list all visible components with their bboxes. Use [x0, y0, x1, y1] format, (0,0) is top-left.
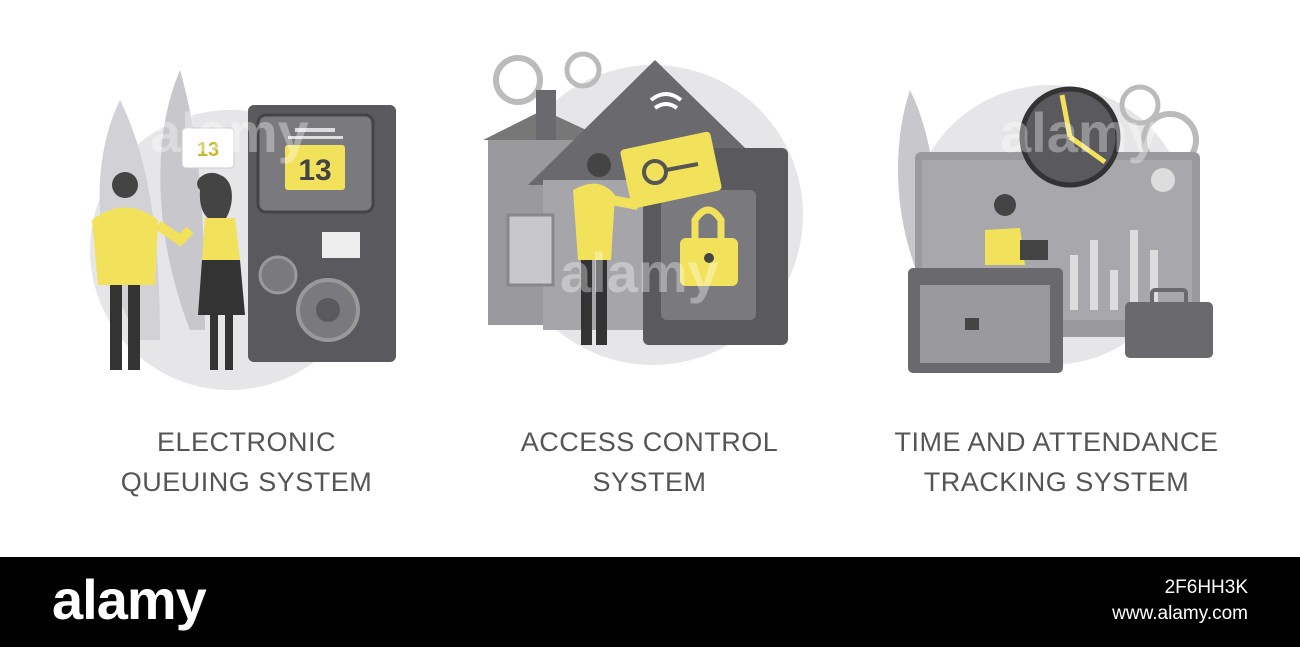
woman-hair — [197, 172, 232, 222]
man-leg — [128, 285, 140, 370]
panel-caption: ACCESS CONTROL SYSTEM — [433, 422, 866, 502]
site-url[interactable]: www.alamy.com — [1112, 603, 1248, 624]
woman-leg — [210, 315, 218, 370]
briefcase-handle — [1150, 288, 1188, 306]
image-info: 2F6HH3K www.alamy.com — [1112, 575, 1248, 627]
woman-skirt — [198, 260, 245, 315]
man-shirt — [573, 183, 615, 260]
caption-line: TRACKING SYSTEM — [923, 467, 1190, 497]
ticket-number: 13 — [197, 139, 219, 161]
ticket-bubble — [181, 127, 235, 169]
man-leg — [110, 285, 122, 370]
time-attendance-illustration — [898, 84, 1213, 373]
man-leg — [581, 260, 592, 345]
access-control-illustration — [483, 51, 803, 365]
chart-bar — [1070, 255, 1078, 310]
calendar-grid — [920, 285, 1050, 363]
alamy-logo[interactable]: alamy — [52, 568, 207, 631]
man-shirt — [92, 207, 158, 285]
user-icon — [1151, 168, 1175, 192]
woman-top — [202, 218, 240, 260]
panel-caption: ELECTRONIC QUEUING SYSTEM — [30, 422, 463, 502]
screen-line — [295, 128, 335, 132]
man-arm — [155, 220, 194, 247]
image-id: 2F6HH3K — [1164, 577, 1248, 598]
clock-hands — [1059, 94, 1107, 165]
woman-head — [994, 194, 1016, 216]
man-leg — [596, 260, 607, 345]
gear-icon — [493, 55, 543, 105]
chart-bar — [1090, 240, 1098, 310]
caption-line: QUEUING SYSTEM — [120, 467, 373, 497]
woman-top — [985, 228, 1025, 265]
gear-icon — [258, 255, 298, 295]
key-shaft — [665, 162, 699, 172]
man-head — [112, 172, 138, 198]
panel-time-attendance: TIME AND ATTENDANCE TRACKING SYSTEM — [840, 0, 1273, 557]
chart-bar — [1130, 230, 1138, 310]
padlock-shackle — [691, 206, 725, 240]
keyhole — [704, 253, 714, 263]
panel-access-control: ACCESS CONTROL SYSTEM — [433, 0, 866, 557]
key-icon — [642, 159, 668, 185]
queue-display — [285, 145, 345, 190]
gear-hub — [316, 298, 340, 322]
caption-line: TIME AND ATTENDANCE — [894, 427, 1219, 457]
briefcase-icon — [1125, 302, 1213, 358]
wifi-icon — [649, 92, 683, 110]
caption-line: SYSTEM — [592, 467, 707, 497]
ticket-slot — [322, 232, 360, 258]
gear-icon — [564, 51, 602, 89]
caption-line: ACCESS CONTROL — [520, 427, 779, 457]
woman-leg — [225, 315, 233, 370]
gear-icon — [1119, 84, 1161, 126]
panel-caption: TIME AND ATTENDANCE TRACKING SYSTEM — [840, 422, 1273, 502]
laptop-icon — [1020, 240, 1048, 260]
queuing-illustration: 13 13 — [90, 70, 396, 390]
chart-bar — [1110, 270, 1118, 310]
chart-bar — [1150, 250, 1158, 310]
window — [506, 213, 555, 287]
display-number: 13 — [298, 154, 331, 187]
calendar-highlight — [965, 318, 979, 330]
man-arm — [610, 195, 639, 210]
man-head — [587, 153, 611, 177]
footer-bar: alamy 2F6HH3K www.alamy.com — [0, 557, 1300, 647]
screen-line — [288, 136, 343, 139]
panel-electronic-queuing: 13 13 ELECTRONIC QUEUING SYSTEM — [30, 0, 463, 557]
caption-line: ELECTRONIC — [156, 427, 337, 457]
chimney — [536, 90, 556, 140]
